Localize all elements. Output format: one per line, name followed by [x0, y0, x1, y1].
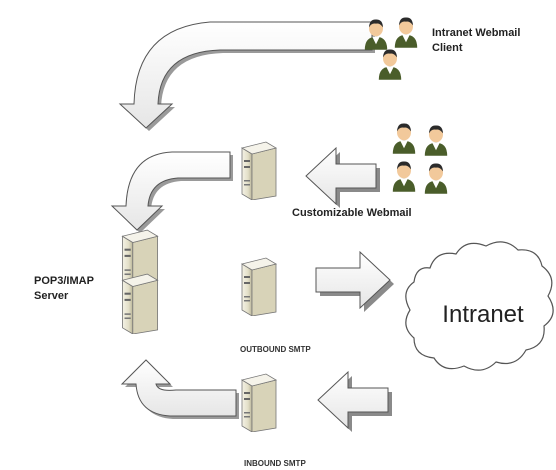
user-icon [394, 17, 418, 48]
intranet-webmail-client-label-line2: Client [432, 42, 463, 54]
user-icon [424, 163, 448, 194]
pop3-imap-label-line2: Server [34, 290, 69, 302]
customizable-webmail-label: Customizable Webmail [292, 207, 412, 219]
intranet-label: Intranet [442, 301, 524, 328]
intranet-to-inbound-arrow [317, 370, 392, 432]
intranet-cloud-icon: Intranet [405, 241, 554, 371]
user-icon [378, 49, 402, 80]
pop3-imap-label-line1: POP3/IMAP [34, 275, 94, 287]
user-icon [424, 125, 448, 156]
users-to-webmail-arrow [305, 146, 380, 208]
intranet-webmail-client-label-line1: Intranet Webmail [432, 27, 520, 39]
webmail-to-pop3-arrow [110, 151, 233, 233]
user-icon [392, 123, 416, 154]
pop3-imap-server-icon [121, 273, 159, 334]
customizable-webmail-users [392, 123, 448, 194]
outbound-smtp-server-icon [241, 257, 277, 316]
outbound-smtp-label: OUTBOUND SMTP [240, 345, 311, 354]
user-icon [392, 161, 416, 192]
intranet-webmail-client-users [364, 17, 418, 80]
client-to-server-arrow [118, 21, 375, 131]
inbound-smtp-server-icon [241, 373, 277, 432]
inbound-to-pop3-arrow [120, 359, 239, 419]
outbound-to-intranet-arrow [315, 250, 394, 312]
inbound-smtp-label: INBOUND SMTP [244, 459, 306, 468]
webmail-server-icon [241, 141, 277, 200]
